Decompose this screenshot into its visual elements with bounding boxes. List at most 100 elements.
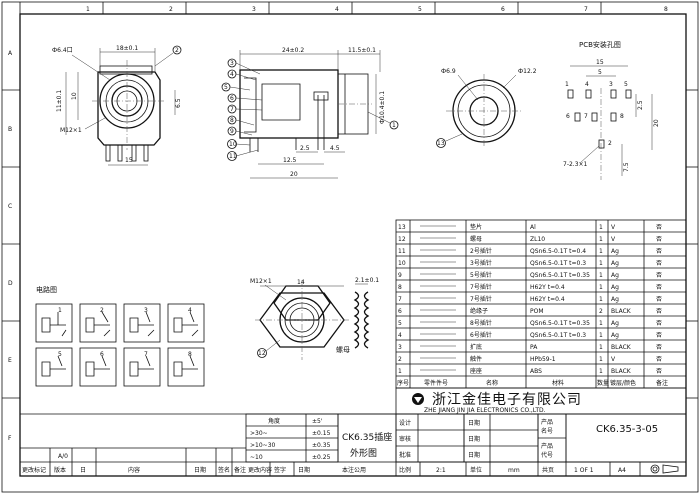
pin-number: 8 bbox=[620, 113, 624, 120]
side-zone-labels: A B C D E F bbox=[2, 50, 698, 442]
dim-label: 6.5 bbox=[175, 98, 182, 108]
parts-cell-note: 否 bbox=[656, 356, 662, 363]
dim-label: Ф12.2 bbox=[518, 68, 537, 75]
parts-cell-no: 3 bbox=[398, 344, 402, 351]
zone-row: C bbox=[8, 203, 12, 210]
parts-cell-qty: 1 bbox=[599, 320, 603, 327]
parts-cell-qty: 1 bbox=[599, 284, 603, 291]
parts-header: 序号 bbox=[397, 379, 409, 387]
parts-cell-mat: BLACK bbox=[611, 308, 632, 315]
zone-col: 3 bbox=[252, 6, 256, 13]
balloon-number: 5 bbox=[224, 84, 228, 91]
dim-label: 7-2.3×1 bbox=[563, 161, 588, 168]
rev-header: 签字 bbox=[274, 466, 286, 474]
rev-header: 日 bbox=[80, 467, 86, 474]
company-name-en: ZHE JIANG JIN JIA ELECTRONICS CO.,LTD. bbox=[424, 407, 546, 414]
circuit-cell-label: 3 bbox=[144, 307, 148, 314]
code-label: 代号 bbox=[541, 451, 553, 459]
parts-cell-spec: ZL10 bbox=[530, 236, 545, 243]
parts-cell-name: 座座 bbox=[470, 367, 482, 375]
dim-label: 7.5 bbox=[623, 162, 630, 172]
parts-cell-mat: V bbox=[611, 236, 616, 243]
parts-cell-name: 螺母 bbox=[470, 235, 482, 243]
parts-cell-no: 5 bbox=[398, 320, 402, 327]
parts-cell-name: 垫片 bbox=[470, 223, 482, 231]
parts-cell-qty: 1 bbox=[599, 224, 603, 231]
circuit-cell-label: 6 bbox=[100, 351, 104, 358]
role-label: 审核 bbox=[399, 435, 411, 443]
balloon-number: 8 bbox=[230, 117, 234, 124]
parts-cell-spec: ABS bbox=[530, 368, 542, 375]
circuit-diagrams: 电路图 1 2 3 4 5 6 7 8 bbox=[35, 285, 205, 387]
parts-cell-note: 否 bbox=[656, 320, 662, 327]
parts-cell-qty: 1 bbox=[599, 296, 603, 303]
dim-label: 20 bbox=[653, 119, 660, 127]
parts-cell-name: 5号插针 bbox=[470, 271, 492, 279]
rev-header: 日期 bbox=[298, 466, 310, 474]
tol-value: ±0.35 bbox=[312, 442, 331, 449]
parts-cell-name: 7号插针 bbox=[470, 283, 492, 291]
pin-number: 4 bbox=[585, 81, 589, 88]
code-label: 产品 bbox=[541, 442, 553, 450]
zone-row: D bbox=[8, 280, 13, 287]
parts-cell-no: 2 bbox=[398, 356, 402, 363]
tol-value: ±0.15 bbox=[312, 430, 331, 437]
parts-cell-no: 9 bbox=[398, 272, 402, 279]
parts-cell-no: 6 bbox=[398, 308, 402, 315]
rev-header: 日期 bbox=[194, 466, 206, 474]
part-number: CK6.35-3-05 bbox=[596, 424, 658, 435]
rev-header: 内容 bbox=[128, 466, 140, 474]
balloon-number: 13 bbox=[437, 140, 445, 147]
company-logo-icon bbox=[412, 393, 424, 405]
parts-cell-qty: 1 bbox=[599, 236, 603, 243]
sheet-label: 共页 bbox=[542, 466, 554, 474]
pin-number: 5 bbox=[624, 81, 628, 88]
scale-value: 2:1 bbox=[436, 467, 446, 474]
dim-label: 4.5 bbox=[330, 145, 340, 152]
zone-col: 6 bbox=[501, 6, 505, 13]
parts-cell-mat: Ag bbox=[611, 272, 619, 279]
parts-cell-name: 扩底 bbox=[470, 343, 482, 351]
company-banner: 浙江金佳电子有限公司 ZHE JIANG JIN JIA ELECTRONICS… bbox=[395, 387, 687, 415]
circuit-cell-label: 4 bbox=[188, 307, 192, 314]
parts-cell-name: 2号插针 bbox=[470, 247, 492, 255]
unit-value: mm bbox=[508, 467, 520, 474]
parts-cell-qty: 1 bbox=[599, 332, 603, 339]
parts-cell-mat: Ag bbox=[611, 320, 619, 327]
pin-number: 6 bbox=[566, 113, 570, 120]
pcb-title: PCB安装孔图 bbox=[579, 40, 621, 49]
company-name-cn: 浙江金佳电子有限公司 bbox=[432, 392, 582, 408]
role-label: 批准 bbox=[399, 451, 411, 459]
balloon-number: 12 bbox=[258, 350, 266, 357]
balloon-number: 3 bbox=[230, 60, 234, 67]
parts-cell-mat: Ag bbox=[611, 332, 619, 339]
rev-header: 版本 bbox=[54, 466, 66, 474]
zone-row: B bbox=[8, 126, 12, 133]
tol-value: ±0.25 bbox=[312, 454, 331, 461]
parts-header: 名称 bbox=[486, 379, 498, 387]
date-label: 日期 bbox=[468, 419, 480, 427]
nut-view: 14 M12×1 2.1±0.1 螺母 12 bbox=[250, 277, 379, 360]
parts-header: 材料 bbox=[552, 379, 564, 387]
zone-col: 7 bbox=[584, 6, 588, 13]
product-label: 产品 bbox=[541, 418, 553, 426]
drawing-title: CK6.35插座 bbox=[342, 431, 392, 443]
parts-cell-spec: Al bbox=[530, 224, 536, 231]
product-label: 名号 bbox=[541, 427, 553, 435]
parts-cell-note: 否 bbox=[656, 296, 662, 303]
zone-col: 5 bbox=[418, 6, 422, 13]
dim-label: 11.5±0.1 bbox=[348, 47, 376, 54]
parts-cell-no: 8 bbox=[398, 284, 402, 291]
date-label: 日期 bbox=[468, 435, 480, 443]
rev-header: 更改内容 bbox=[248, 466, 272, 474]
parts-cell-mat: Ag bbox=[611, 260, 619, 267]
pin-number: 1 bbox=[565, 81, 569, 88]
dim-label: Ф6.9 bbox=[441, 68, 456, 75]
dim-label: 5 bbox=[598, 69, 602, 76]
rev-header: 签名 bbox=[218, 466, 230, 474]
unit-label: 单位 bbox=[470, 466, 482, 474]
circuit-cell-label: 7 bbox=[144, 351, 148, 358]
zone-col: 1 bbox=[86, 6, 90, 13]
parts-cell-spec: QSn6.5-0.1T t=0.3 bbox=[530, 332, 586, 339]
zone-col: 4 bbox=[335, 6, 339, 13]
